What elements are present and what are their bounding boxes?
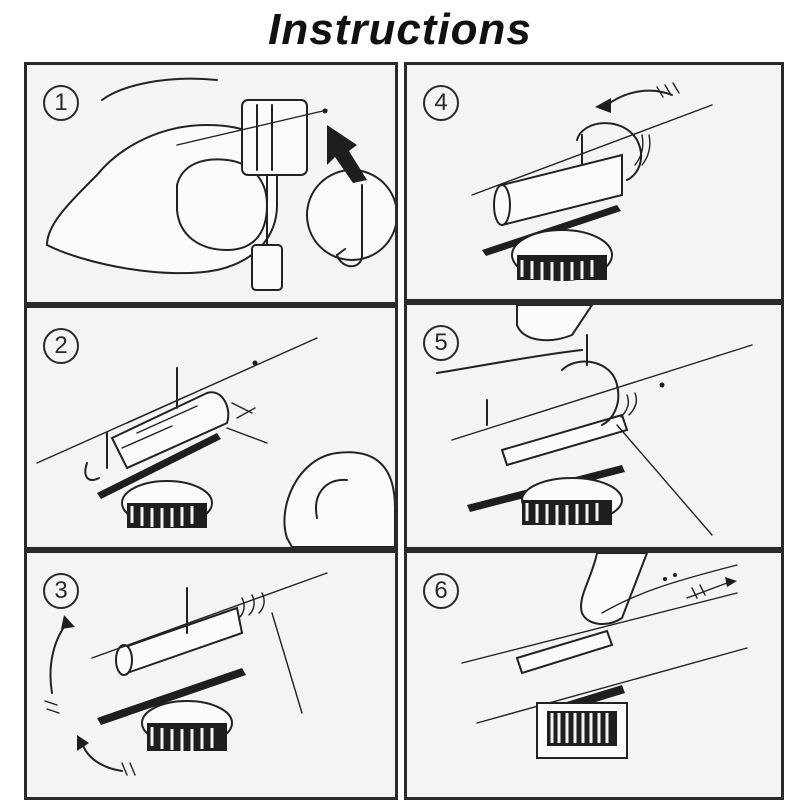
step-number: 3 [43,573,79,609]
page-title: Instructions [268,5,532,54]
step-4-panel: 4 [404,62,784,302]
step-number: 6 [423,573,459,609]
step-3-panel: 3 [24,550,398,800]
step-2-panel: 2 [24,305,398,550]
step-1-panel: 1 [24,62,398,305]
step-number: 4 [423,85,459,121]
step-number: 5 [423,325,459,361]
step-5-panel: 5 [404,302,784,550]
step-number: 1 [43,85,79,121]
step-number: 2 [43,328,79,364]
step-6-illustration [461,553,748,759]
step-1-illustration [45,77,395,291]
step-3-illustration [44,572,328,776]
step-5-illustration [436,305,753,536]
step-4-illustration [471,82,713,281]
step-6-panel: 6 [404,550,784,800]
step-2-illustration [36,337,395,547]
